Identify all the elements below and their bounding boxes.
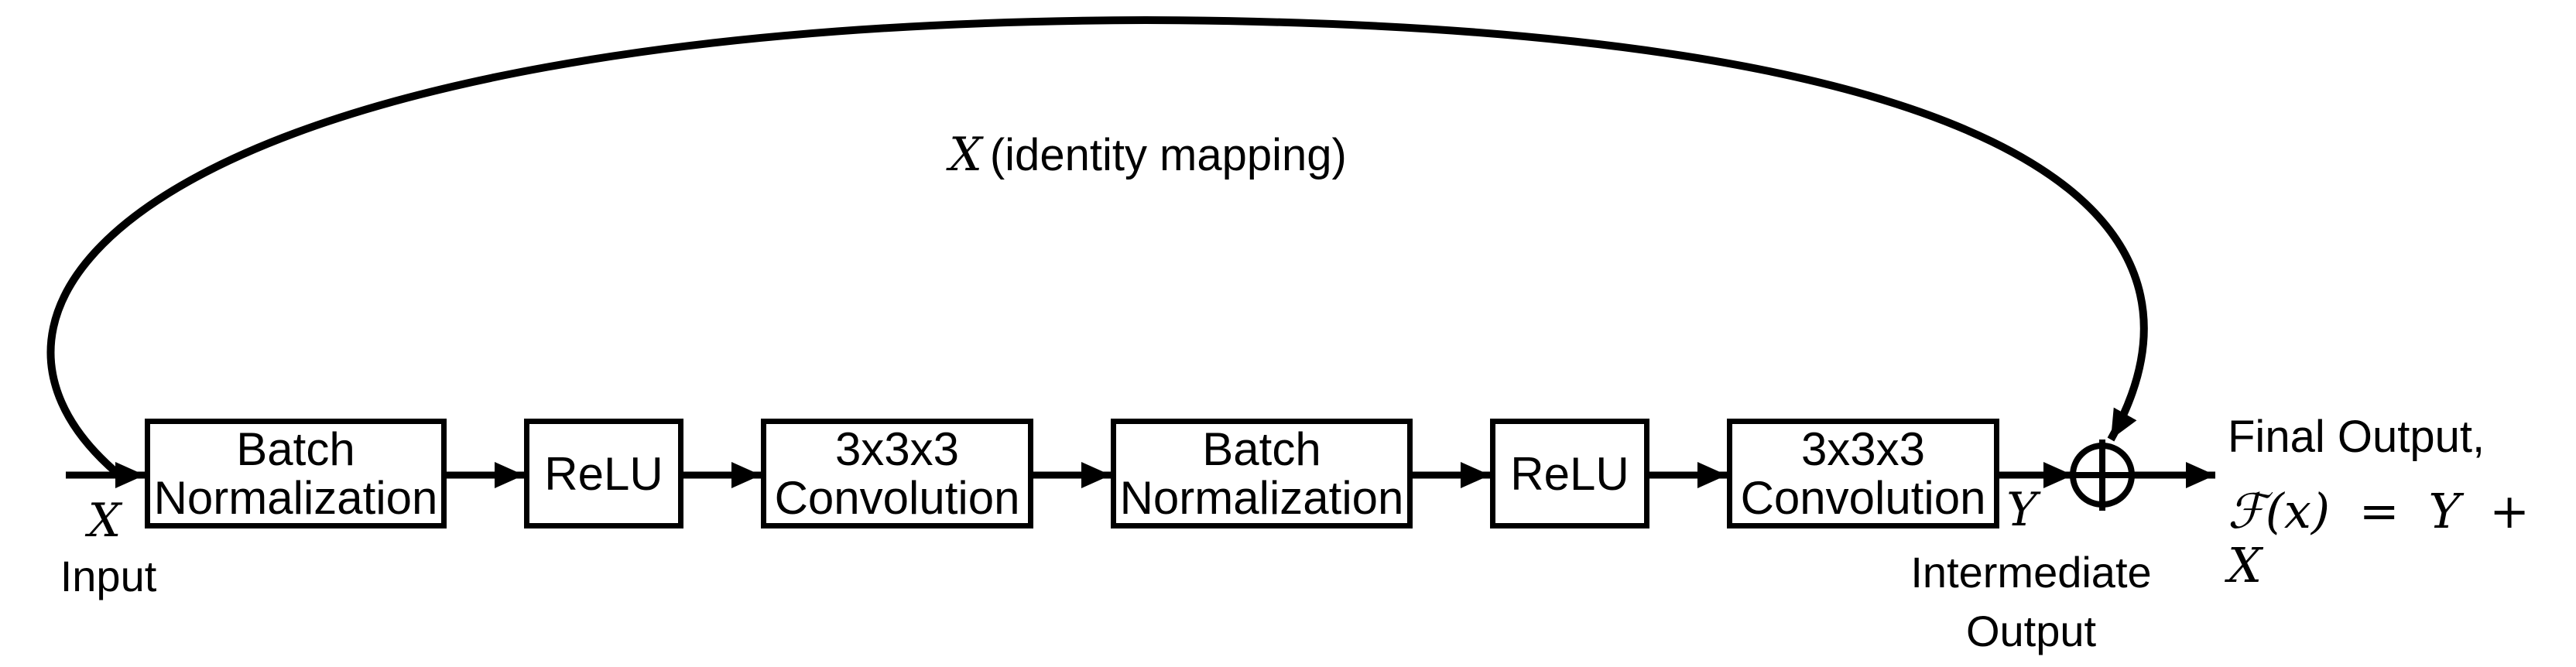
node-relu-1-label: ReLU: [544, 447, 663, 500]
final-output-formula: ℱ(x) = Y + X: [2228, 483, 2530, 593]
node-convolution-1-label: 3x3x3 Convolution: [774, 423, 1020, 524]
node-convolution-2: 3x3x3 Convolution: [1727, 419, 1999, 528]
node-batch-normalization-2: Batch Normalization: [1111, 419, 1413, 528]
input-symbol: X: [87, 494, 122, 548]
node-batch-normalization-1-label: Batch Normalization: [153, 423, 438, 524]
skip-connection-arrow: [46, 15, 2148, 477]
node-convolution-1: 3x3x3 Convolution: [761, 419, 1033, 528]
intermediate-output-symbol: Y: [2006, 483, 2037, 537]
final-output-title: Final Output,: [2228, 412, 2485, 462]
node-batch-normalization-1: Batch Normalization: [145, 419, 447, 528]
node-convolution-2-label: 3x3x3 Convolution: [1740, 423, 1986, 524]
input-label: Input: [60, 552, 157, 600]
skip-connection-caption: (identity mapping): [989, 130, 1347, 180]
skip-connection-label: X(identity mapping): [949, 76, 1347, 182]
node-relu-1: ReLU: [524, 419, 683, 528]
intermediate-output-label: Intermediate Output: [1910, 548, 2152, 655]
skip-connection-symbol: X: [949, 128, 982, 182]
node-batch-normalization-2-label: Batch Normalization: [1119, 423, 1404, 524]
sum-junction-icon: [2070, 440, 2135, 511]
final-output-block: Final Output, ℱ(x) = Y + X: [2228, 398, 2576, 607]
node-relu-2: ReLU: [1490, 419, 1649, 528]
node-relu-2-label: ReLU: [1510, 447, 1629, 500]
